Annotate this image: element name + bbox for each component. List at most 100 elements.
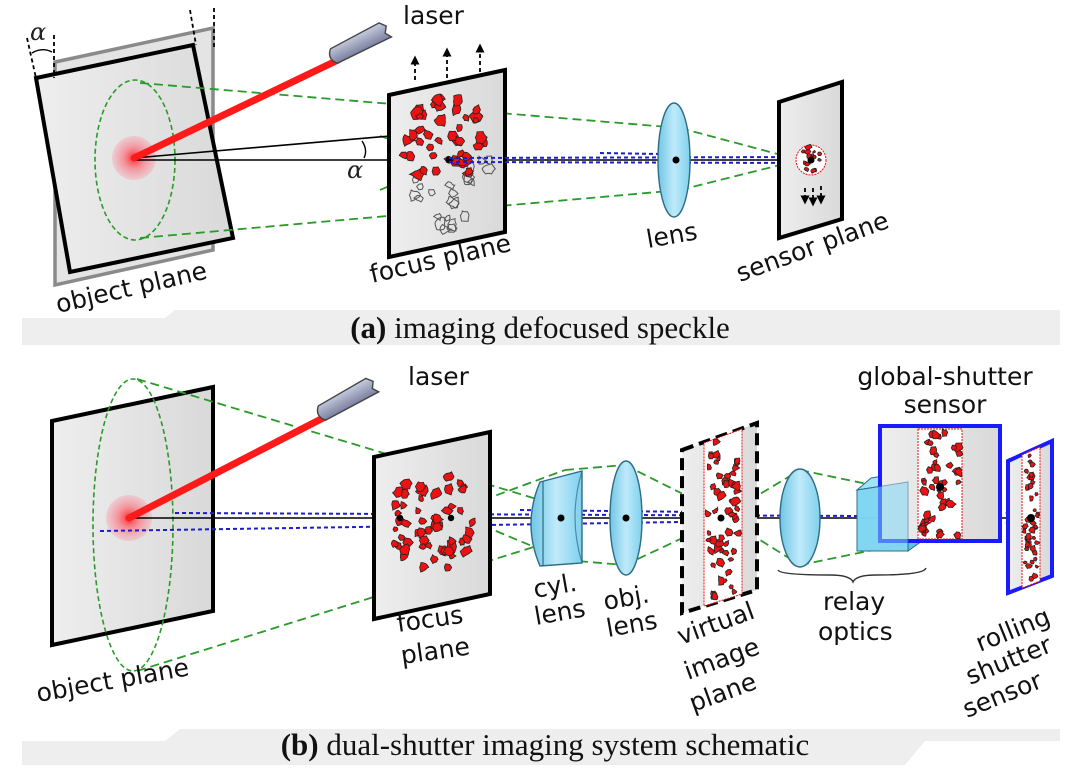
relay-label-line1: relay xyxy=(823,587,885,616)
speckle-grain xyxy=(430,93,444,107)
speckle-grain xyxy=(1032,508,1037,513)
speckle-grain xyxy=(416,183,424,191)
speckle-grain xyxy=(399,478,413,490)
speckle-grain xyxy=(1033,524,1038,530)
speckle-grain xyxy=(817,158,823,162)
speckle-grain xyxy=(730,547,738,556)
caption-a-tag: (a) xyxy=(350,310,386,345)
speckle-grain xyxy=(1028,471,1034,478)
relay-lens xyxy=(779,468,821,568)
speckle-grain xyxy=(1027,453,1032,458)
speckle-grain xyxy=(732,529,743,537)
speckle-grain xyxy=(412,194,424,203)
speckle-grain xyxy=(706,463,712,471)
speckle-grain xyxy=(719,547,725,554)
speckle-grain xyxy=(414,481,426,493)
speckle-grain xyxy=(428,189,436,197)
speckle-grain xyxy=(422,128,434,140)
speckle-grain xyxy=(718,575,726,586)
speckle-grain xyxy=(415,506,422,515)
speckle-grain xyxy=(705,537,712,543)
speckle-grain xyxy=(1024,541,1031,548)
speckle-grain xyxy=(461,534,473,544)
speckle-grain xyxy=(464,166,474,177)
relay-brace xyxy=(777,567,927,584)
speckle-grain xyxy=(733,457,741,465)
speckle-grain xyxy=(418,543,427,550)
speckle-grain xyxy=(955,479,962,486)
speckle-grain xyxy=(419,562,430,573)
speckle-grain xyxy=(429,553,439,565)
laser-head-b xyxy=(316,377,381,421)
speckle-grain xyxy=(415,113,425,120)
speckle-grain xyxy=(937,503,947,512)
speckle-grain xyxy=(1031,535,1037,540)
speckle-grain xyxy=(954,467,963,478)
speckle-grain xyxy=(716,490,727,502)
speckle-grain xyxy=(434,216,446,231)
object-plane-label-b: object plane xyxy=(34,653,191,708)
speckle-grain xyxy=(443,563,453,572)
speckle-grain xyxy=(442,471,455,482)
laser-beam-b xyxy=(125,413,329,522)
caption-a-text: imaging defocused speckle xyxy=(386,310,729,345)
lens-a xyxy=(657,102,691,218)
speckle-grain xyxy=(921,531,927,537)
speckle-grain xyxy=(707,546,715,556)
speckle-grain xyxy=(722,578,728,585)
object-plane-b xyxy=(50,378,215,672)
lens-label-a: lens xyxy=(644,216,699,253)
speckle-grain xyxy=(400,518,412,528)
speckle-grain xyxy=(414,125,426,135)
speckle-grain xyxy=(399,543,411,556)
speckle-grain xyxy=(712,438,721,446)
speckle-grain xyxy=(401,488,410,499)
speckle-grain xyxy=(718,534,726,543)
laser-label-b: laser xyxy=(408,362,470,391)
speckle-grain xyxy=(447,502,457,511)
speckle-grain xyxy=(950,444,957,451)
speckle-grain xyxy=(730,480,741,492)
speckle-grain xyxy=(439,223,453,235)
focus-plane-a xyxy=(387,43,507,260)
speckle-grain xyxy=(448,536,457,546)
speckle-grain xyxy=(1023,547,1030,552)
speckle-grain xyxy=(443,214,451,223)
speckle-grain xyxy=(945,461,954,469)
speckle-grain xyxy=(425,143,435,152)
speckle-grain xyxy=(457,507,464,516)
speckle-grain xyxy=(722,479,730,489)
speckle-grain xyxy=(943,499,957,509)
speckle-grain xyxy=(1023,468,1029,475)
speckle-grain xyxy=(1034,540,1041,545)
speckle-grain xyxy=(397,533,406,541)
sensor-plane-a xyxy=(777,79,844,241)
speckle-grain xyxy=(390,539,399,548)
speckle-grain xyxy=(1022,560,1028,565)
speckle-grain xyxy=(1029,544,1036,552)
global-label-line1: global-shutter xyxy=(857,362,1033,391)
speckle-grain xyxy=(918,524,927,533)
speckle-grain xyxy=(727,557,735,563)
speckle-grain xyxy=(472,104,481,115)
speckle-grain xyxy=(731,463,741,473)
speckle-grain xyxy=(722,540,730,547)
speckle-grain xyxy=(418,517,428,525)
focus-label-line2: plane xyxy=(399,632,472,670)
speckle-grain xyxy=(442,546,455,557)
speckle-grain xyxy=(704,509,712,518)
speckle-grain xyxy=(728,584,734,590)
speckle-grain xyxy=(941,427,949,438)
speckle-grain xyxy=(810,167,817,174)
speckle-grain xyxy=(812,149,817,154)
speckle-grain xyxy=(400,501,408,510)
speckle-grain xyxy=(1021,523,1029,530)
speckle-grain xyxy=(729,496,742,507)
speckle-grain xyxy=(926,440,934,446)
speckle-grain xyxy=(715,472,724,480)
speckle-grain xyxy=(1027,482,1034,490)
tilt-angle-label: α xyxy=(30,18,46,46)
speckle-grain xyxy=(931,429,942,440)
speckle-grain xyxy=(731,588,738,596)
speckle-grain xyxy=(464,526,475,539)
